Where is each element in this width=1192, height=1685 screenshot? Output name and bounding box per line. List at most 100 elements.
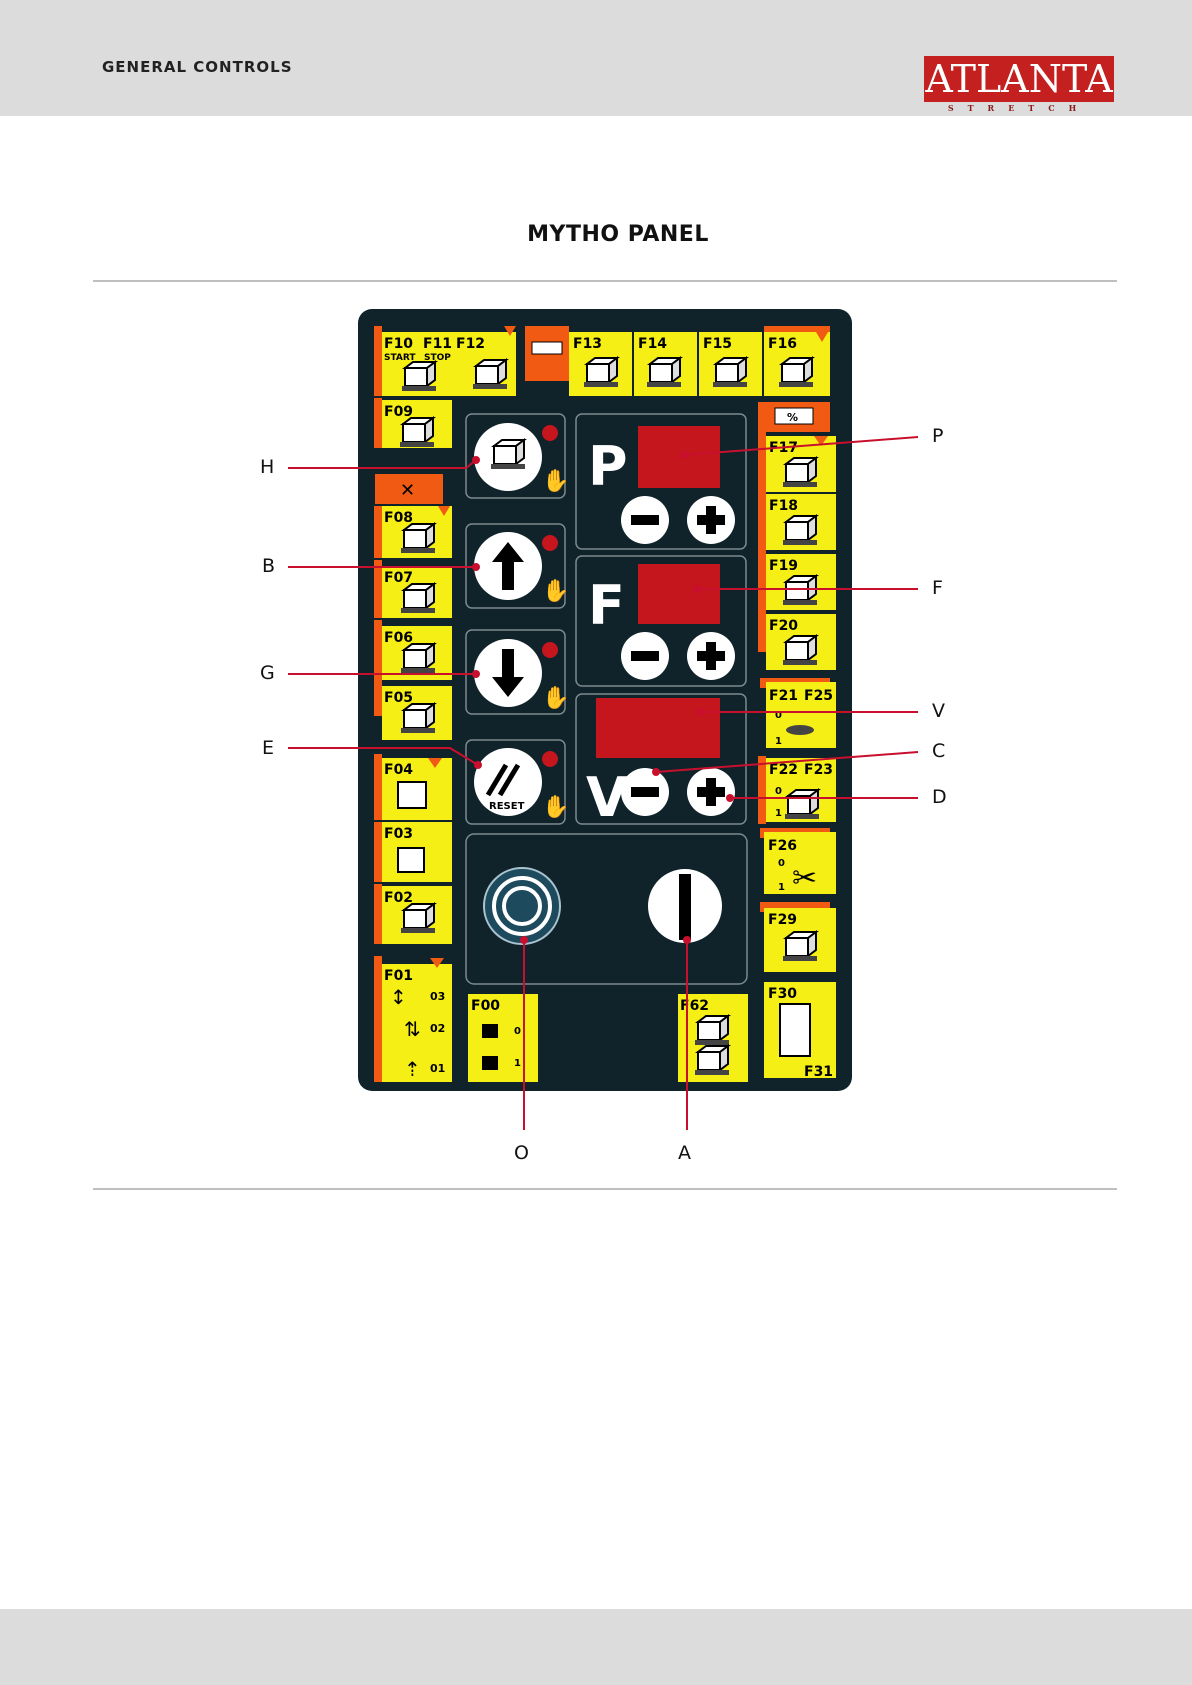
rotate-pallet-icon <box>491 440 525 469</box>
key-f01[interactable]: F01 03 02 01 ↕ ⇅ ⇡ <box>374 956 452 1082</box>
box-down-icon <box>783 636 817 665</box>
label-f19: F19 <box>769 558 798 574</box>
key-f12[interactable]: F12 <box>452 326 516 396</box>
callout-c: C <box>932 740 945 762</box>
label-f05: F05 <box>384 690 413 706</box>
key-f05[interactable]: F05 <box>374 680 452 740</box>
key-f16[interactable]: F16 <box>764 326 830 396</box>
callout-p: P <box>932 425 943 447</box>
key-f62[interactable]: F62 <box>678 994 748 1082</box>
pallet-icon <box>401 584 435 613</box>
key-f22-f23[interactable]: F22 F23 0 1 <box>758 756 836 824</box>
label-f31: F31 <box>804 1064 833 1080</box>
svg-text:1: 1 <box>775 736 782 747</box>
label-f26: F26 <box>768 838 797 854</box>
box-up-icon <box>647 358 681 387</box>
svg-text:0: 0 <box>514 1026 521 1037</box>
indicator-led <box>542 535 558 551</box>
label-f09: F09 <box>384 404 413 420</box>
svg-text:✋: ✋ <box>542 685 569 711</box>
minus-button-p[interactable] <box>621 496 669 544</box>
display-f-screen <box>638 564 720 624</box>
key-f19[interactable]: F19 <box>766 554 836 610</box>
key-f26[interactable]: F26 0 1 ✂ <box>760 828 836 896</box>
svg-text:✋: ✋ <box>542 794 569 820</box>
on-button-a[interactable] <box>648 869 722 943</box>
label-f13: F13 <box>573 336 602 352</box>
box-top-icon <box>713 358 747 387</box>
key-f15[interactable]: F15 <box>699 332 762 396</box>
scissors-icon: ✂ <box>792 861 817 896</box>
svg-text:✋: ✋ <box>542 468 569 494</box>
key-f10-f11[interactable]: F10 F11 START STOP <box>374 326 452 396</box>
callout-e: E <box>262 737 274 759</box>
page-footer <box>0 1609 1192 1685</box>
key-f07[interactable]: F07 <box>374 560 452 618</box>
film-feed-icon <box>525 326 569 381</box>
key-f14[interactable]: F14 <box>634 332 697 396</box>
label-f03: F03 <box>384 826 413 842</box>
lock-icon <box>482 1024 498 1038</box>
svg-text:✋: ✋ <box>542 578 569 604</box>
box-icon <box>401 704 435 733</box>
key-f29[interactable]: F29 <box>760 902 836 972</box>
key-f08[interactable]: F08 <box>374 506 452 558</box>
callout-a: A <box>678 1142 691 1164</box>
key-f20[interactable]: F20 <box>766 614 836 670</box>
label-f16: F16 <box>768 336 797 352</box>
svg-text:0: 0 <box>778 858 785 869</box>
label-start: START <box>384 353 416 363</box>
svg-text:1: 1 <box>514 1058 521 1069</box>
key-f03[interactable]: F03 <box>374 822 452 882</box>
callout-o: O <box>514 1142 529 1164</box>
key-f30-f31[interactable]: F30 F31 <box>764 982 836 1080</box>
key-f00[interactable]: F00 0 1 <box>468 994 538 1082</box>
level-02: 02 <box>430 1022 445 1035</box>
rotation-stop-icon: ✕ <box>375 474 443 504</box>
label-f01: F01 <box>384 968 413 984</box>
key-f18[interactable]: F18 <box>766 494 836 550</box>
unlock-icon <box>482 1056 498 1070</box>
minus-button-f[interactable] <box>621 632 669 680</box>
label-f07: F07 <box>384 570 413 586</box>
plus-button-f[interactable] <box>687 632 735 680</box>
svg-text:1: 1 <box>778 882 785 893</box>
key-f02[interactable]: F02 <box>374 884 452 944</box>
key-f09[interactable]: F09 <box>374 398 452 448</box>
box-stack-icon <box>695 1046 729 1075</box>
off-button-o[interactable] <box>484 868 560 944</box>
reset-label: RESET <box>489 801 525 812</box>
key-f06[interactable]: F06 <box>374 620 452 680</box>
box-icon <box>400 418 434 447</box>
svg-text:⇅: ⇅ <box>404 1017 421 1041</box>
indicator-led <box>542 751 558 767</box>
label-f00: F00 <box>471 998 500 1014</box>
plus-button-p[interactable] <box>687 496 735 544</box>
label-f02: F02 <box>384 890 413 906</box>
key-f04[interactable]: F04 <box>374 754 452 820</box>
indicator-led <box>542 425 558 441</box>
label-f25: F25 <box>804 688 833 704</box>
pallet-icon <box>401 524 435 553</box>
label-f21: F21 <box>769 688 798 704</box>
box-up-icon <box>783 516 817 545</box>
tall-box-icon <box>780 1004 810 1056</box>
label-f15: F15 <box>703 336 732 352</box>
film-roll-icon <box>398 782 426 808</box>
label-f30: F30 <box>768 986 797 1002</box>
svg-text:↕: ↕ <box>390 985 407 1009</box>
minus-button-v[interactable] <box>621 768 669 816</box>
box-icon <box>785 790 819 819</box>
callout-f: F <box>932 577 943 599</box>
label-f04: F04 <box>384 762 413 778</box>
callout-h: H <box>260 456 274 478</box>
pallet-icon <box>402 362 436 391</box>
svg-text:0: 0 <box>775 786 782 797</box>
level-03: 03 <box>430 990 445 1003</box>
key-f13[interactable]: F13 <box>569 332 632 396</box>
label-f14: F14 <box>638 336 667 352</box>
rotate-box-icon <box>401 904 435 933</box>
label-f06: F06 <box>384 630 413 646</box>
height-icon <box>473 360 507 389</box>
plus-button-v[interactable] <box>687 768 735 816</box>
